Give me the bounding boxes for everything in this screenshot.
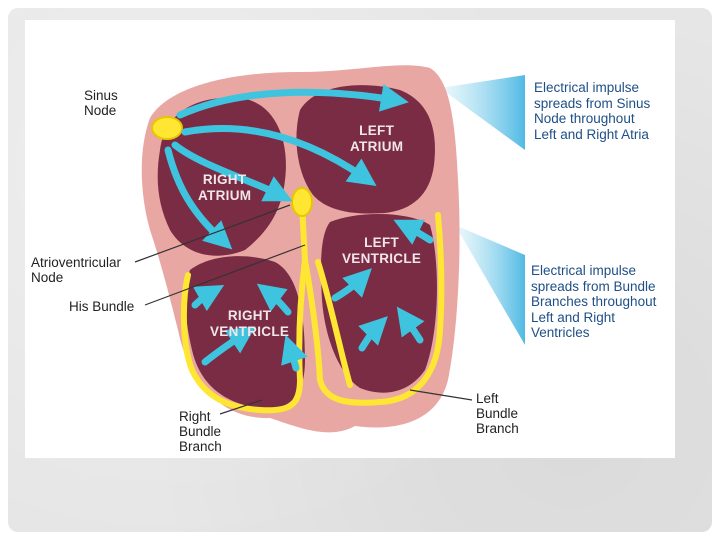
impulse-arrows xyxy=(164,83,434,372)
atria-fan xyxy=(440,75,525,150)
atria-impulse-note: Electrical impulse spreads from Sinus No… xyxy=(534,80,651,142)
right-bundle-leader xyxy=(219,399,263,415)
impulse-arrow xyxy=(191,285,225,312)
left-atrium-chamber xyxy=(296,85,435,214)
left-bundle-label: Left Bundle Branch xyxy=(476,391,519,436)
impulse-arrow xyxy=(331,268,372,302)
left-bundle-path xyxy=(302,212,445,406)
impulse-arrow xyxy=(256,283,292,316)
impulse-arrow xyxy=(201,326,256,366)
impulse-arrow xyxy=(164,146,233,250)
impulse-arrow xyxy=(176,83,409,119)
right-atrium-chamber xyxy=(157,97,286,256)
left-bundle-inner-path xyxy=(315,259,353,388)
impulse-arrow xyxy=(171,141,293,202)
impulse-arrow xyxy=(393,219,434,245)
left-bundle-leader xyxy=(409,389,473,401)
right-bundle-label: Right Bundle Branch xyxy=(179,409,222,454)
left-ventricle-label: LEFT VENTRICLE xyxy=(342,235,422,266)
av-node-label: Atrioventricular Node xyxy=(31,255,122,285)
his-bundle-label: His Bundle xyxy=(69,299,135,314)
right-atrium-label: RIGHT ATRIUM xyxy=(198,172,252,203)
ventricle-impulse-note: Electrical impulse spreads from Bundle B… xyxy=(531,263,657,340)
his-bundle-leader xyxy=(144,244,306,306)
impulse-arrow xyxy=(181,125,377,186)
impulse-arrow xyxy=(396,306,425,344)
sinus-node xyxy=(151,116,183,140)
sinus-node-label: Sinus Node xyxy=(84,88,118,118)
av-node xyxy=(291,187,313,217)
left-ventricle-chamber xyxy=(320,214,437,393)
impulse-arrow xyxy=(281,334,308,372)
left-atrium-label: LEFT ATRIUM xyxy=(350,123,404,154)
leader-lines xyxy=(134,204,473,415)
av-node-leader xyxy=(134,204,291,263)
impulse-arrow xyxy=(358,316,388,352)
right-ventricle-label: RIGHT VENTRICLE xyxy=(210,308,290,339)
ventricle-fan xyxy=(455,225,525,345)
